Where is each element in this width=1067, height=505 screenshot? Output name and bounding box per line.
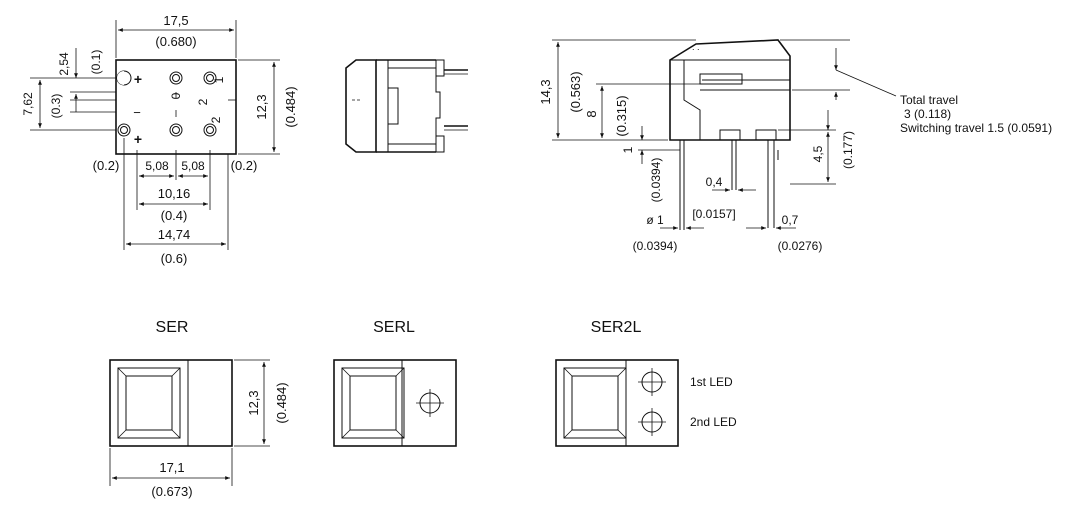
variant-ser: SER 12,3 (0.484) 17,1 (0.673) xyxy=(109,319,289,499)
h1-in-label: (0.0394) xyxy=(649,158,663,203)
pitch-top-in-label: (0.1) xyxy=(89,50,103,75)
pitch-top-mm-label: 2,54 xyxy=(57,52,71,76)
pin-thick-in-label: (0.0276) xyxy=(778,239,823,253)
h8-mm-label: 8 xyxy=(584,110,599,117)
variant-serl-title: SERL xyxy=(373,319,415,336)
pin-1-label: 1 xyxy=(212,76,226,83)
ser-width-in-label: (0.673) xyxy=(151,484,192,499)
width-in-label: (0.680) xyxy=(155,34,196,49)
span-mm-label: 10,16 xyxy=(158,186,191,201)
total-travel-value: 3 (0.118) xyxy=(904,107,951,121)
side-view-detailed: . . 14,3 (0.563) 8 (0.315) 1 (0.0394) xyxy=(538,39,1052,253)
top-view: 17,5 (0.680) 12,3 (0.484) + + − 1 2 0 2 xyxy=(21,13,298,266)
h8-in-label: (0.315) xyxy=(614,95,629,136)
pin-width-in-label: [0.0157] xyxy=(692,207,735,221)
minus-label: − xyxy=(133,105,141,120)
ser-height-mm-label: 12,3 xyxy=(246,390,261,415)
span-in-label: (0.4) xyxy=(161,208,188,223)
plus-bottom-label: + xyxy=(134,131,142,147)
diameter-in-label: (0.0394) xyxy=(633,239,678,253)
pin-width-mm-label: 0,4 xyxy=(706,175,723,189)
variant-ser-title: SER xyxy=(156,319,189,336)
h45-in-label: (0.177) xyxy=(841,131,855,169)
ser-width-mm-label: 17,1 xyxy=(159,460,184,475)
side-height-in-label: (0.563) xyxy=(568,71,583,112)
overall-in-label: (0.6) xyxy=(161,251,188,266)
pin-2b-label: 2 xyxy=(209,116,223,123)
total-travel-label: Total travel xyxy=(900,93,958,107)
variant-ser2l: SER2L 1st LED 2nd LED xyxy=(555,319,737,447)
width-mm-label: 17,5 xyxy=(163,13,188,28)
h45-mm-label: 4,5 xyxy=(811,145,825,162)
side-height-mm-label: 14,3 xyxy=(538,79,553,104)
margin-right-label: (0.2) xyxy=(231,158,258,173)
pitch-b-label: 5,08 xyxy=(181,159,205,173)
second-led-label: 2nd LED xyxy=(690,415,737,429)
margin-left-label: (0.2) xyxy=(93,158,120,173)
ser-height-in-label: (0.484) xyxy=(274,382,289,423)
pin-thick-mm-label: 0,7 xyxy=(782,213,799,227)
pitch-left-in-label: (0.3) xyxy=(49,94,63,119)
diameter-mm-label: ø 1 xyxy=(646,213,664,227)
pin-2-label: 2 xyxy=(196,98,210,105)
overall-mm-label: 14,74 xyxy=(158,227,191,242)
variant-serl: SERL xyxy=(333,319,457,447)
svg-text:. .: . . xyxy=(692,42,700,52)
pin-holes xyxy=(116,70,217,137)
variant-ser2l-title: SER2L xyxy=(591,319,642,336)
height-mm-label: 12,3 xyxy=(254,94,269,119)
side-view-small xyxy=(345,59,468,153)
first-led-label: 1st LED xyxy=(690,375,733,389)
pitch-a-label: 5,08 xyxy=(145,159,169,173)
h1-mm-label: 1 xyxy=(621,146,635,153)
pitch-left-mm-label: 7,62 xyxy=(21,92,35,116)
height-in-label: (0.484) xyxy=(283,86,298,127)
plus-top-label: + xyxy=(134,71,142,87)
switching-travel-label: Switching travel 1.5 (0.0591) xyxy=(900,121,1052,135)
